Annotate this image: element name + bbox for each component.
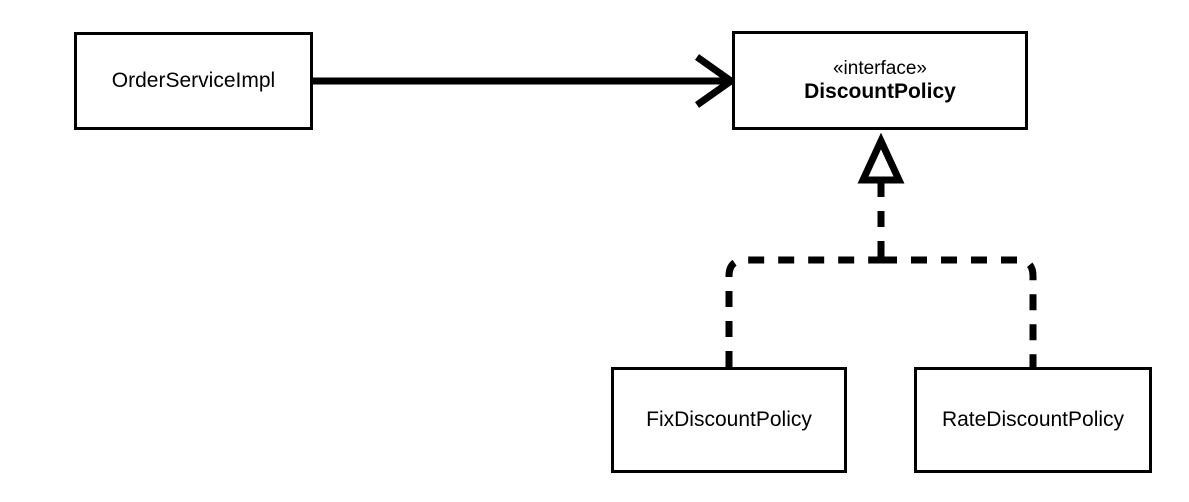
hollow-triangle-arrowhead-icon: [857, 132, 905, 184]
class-name-label: FixDiscountPolicy: [646, 408, 812, 432]
realization-branch-rate-discount-policy: [881, 256, 1037, 367]
class-box-order-service-impl[interactable]: OrderServiceImpl: [74, 32, 313, 130]
class-name-label: OrderServiceImpl: [111, 69, 276, 93]
dependency-edge-orderserviceimpl-to-discountpolicy: [313, 54, 738, 108]
interface-name-label: DiscountPolicy: [804, 79, 956, 103]
realization-branch-fix-discount-policy: [725, 256, 881, 367]
realization-edge-group: [725, 132, 1037, 367]
interface-stereotype-label: «interface»: [832, 57, 927, 79]
open-arrowhead-icon: [694, 54, 738, 108]
class-box-fix-discount-policy[interactable]: FixDiscountPolicy: [611, 367, 847, 473]
class-box-rate-discount-policy[interactable]: RateDiscountPolicy: [914, 367, 1152, 473]
interface-box-discount-policy[interactable]: «interface» DiscountPolicy: [732, 31, 1028, 130]
class-name-label: RateDiscountPolicy: [941, 408, 1125, 432]
